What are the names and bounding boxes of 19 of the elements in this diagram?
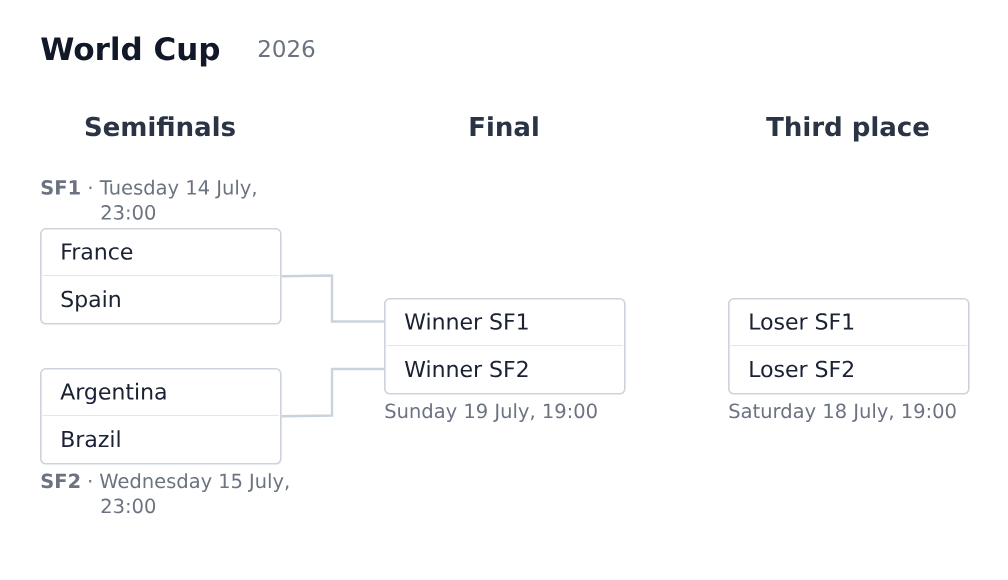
team-name: Winner SF2 [404,360,528,378]
team-name: Spain [61,290,120,312]
column-heading: Semifinals [85,116,235,137]
team-name: Argentina [60,382,166,405]
connector-line [281,274,384,323]
team-name: Loser SF2 [750,360,853,378]
match-date: Sunday 19 July, 19:00 [385,403,597,423]
team-name: Brazil [62,430,120,448]
team-name: Loser SF1 [750,313,854,330]
match-date: Saturday 18 July, 19:00 [729,403,956,423]
column-heading: Final [470,116,538,137]
connector-line [281,367,384,418]
column-heading: Third place [766,116,929,142]
team-name: France [62,243,133,260]
team-name: Winner SF1 [404,312,528,330]
subtitle: 2026 [258,39,315,58]
match-date: SF2 · Wednesday 15 July, 23:00 [41,473,289,514]
title: World Cup [41,36,220,67]
match-date: SF1 · Tuesday 14 July, 23:00 [41,179,256,220]
